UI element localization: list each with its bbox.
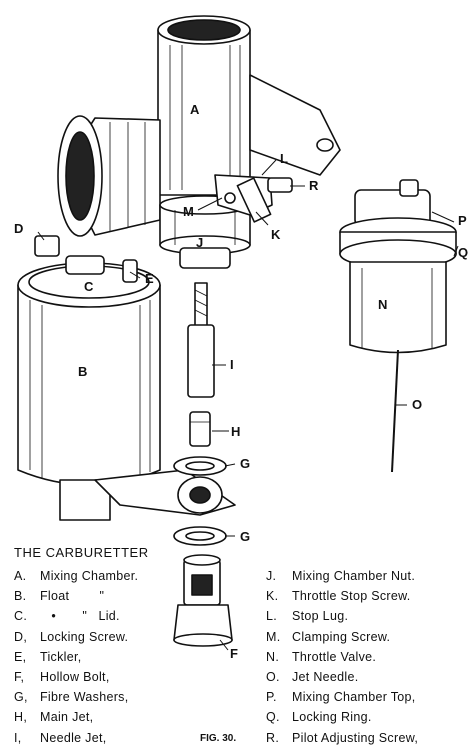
legend-item: M.Clamping Screw. (266, 629, 391, 644)
callout-a: A (190, 102, 200, 117)
callout-g-lower: G (240, 529, 251, 544)
needle-jet-part (187, 282, 215, 398)
legend-item: I,Needle Jet, (14, 730, 107, 745)
legend-item: Q.Locking Ring. (266, 710, 372, 725)
figure-title: THE CARBURETTER (14, 545, 149, 560)
clamp-assembly-part (214, 174, 293, 223)
air-intake-part (57, 115, 161, 237)
legend-item: O.Jet Needle. (266, 670, 359, 685)
callout-o: O (412, 397, 423, 412)
legend-item: N.Throttle Valve. (266, 649, 377, 664)
callout-r: R (309, 178, 319, 193)
callout-d: D (14, 221, 24, 236)
legend-item: B.Float " (14, 589, 105, 604)
legend-item: H,Main Jet, (14, 710, 94, 725)
legend-item: R.Pilot Adjusting Screw, (266, 730, 419, 745)
callout-k: K (271, 227, 281, 242)
callout-b: B (78, 364, 88, 379)
mixing-chamber-nut-part (159, 195, 251, 269)
legend-item: C. • " Lid. (14, 609, 120, 624)
legend-item: G,Fibre Washers, (14, 690, 129, 705)
callout-q: Q (458, 245, 469, 260)
callout-g-upper: G (240, 456, 251, 471)
main-jet-part (189, 411, 211, 447)
callout-h: H (231, 424, 241, 439)
legend-item: E,Tickler, (14, 649, 82, 664)
callout-l: L (280, 151, 288, 166)
callout-m: M (183, 204, 194, 219)
mixing-chamber-part (157, 15, 341, 196)
legend-item: D,Locking Screw. (14, 629, 129, 644)
callout-p: P (458, 213, 467, 228)
float-chamber-part (17, 235, 236, 521)
callout-n: N (378, 297, 388, 312)
fibre-washer-part (173, 456, 227, 546)
legend-left: A.Mixing Chamber. B.Float " C. • " Lid. … (14, 566, 138, 748)
callout-j: J (196, 235, 204, 250)
legend-item: J.Mixing Chamber Nut. (266, 569, 416, 583)
legend-item: A.Mixing Chamber. (14, 569, 139, 583)
legend-item: P.Mixing Chamber Top, (266, 690, 416, 705)
legend-item: L.Stop Lug. (266, 609, 349, 624)
throttle-valve-part (339, 179, 457, 473)
callout-e: E (145, 271, 154, 286)
callout-c: C (84, 279, 94, 294)
callout-i: I (230, 357, 234, 372)
callout-f: F (230, 646, 238, 661)
legend-right: J.Mixing Chamber Nut. K.Throttle Stop Sc… (266, 566, 418, 748)
figure-caption: FIG. 30. (200, 733, 237, 744)
legend-item: F,Hollow Bolt, (14, 670, 110, 685)
legend-item: K.Throttle Stop Screw. (266, 589, 411, 604)
hollow-bolt-part (173, 554, 233, 647)
